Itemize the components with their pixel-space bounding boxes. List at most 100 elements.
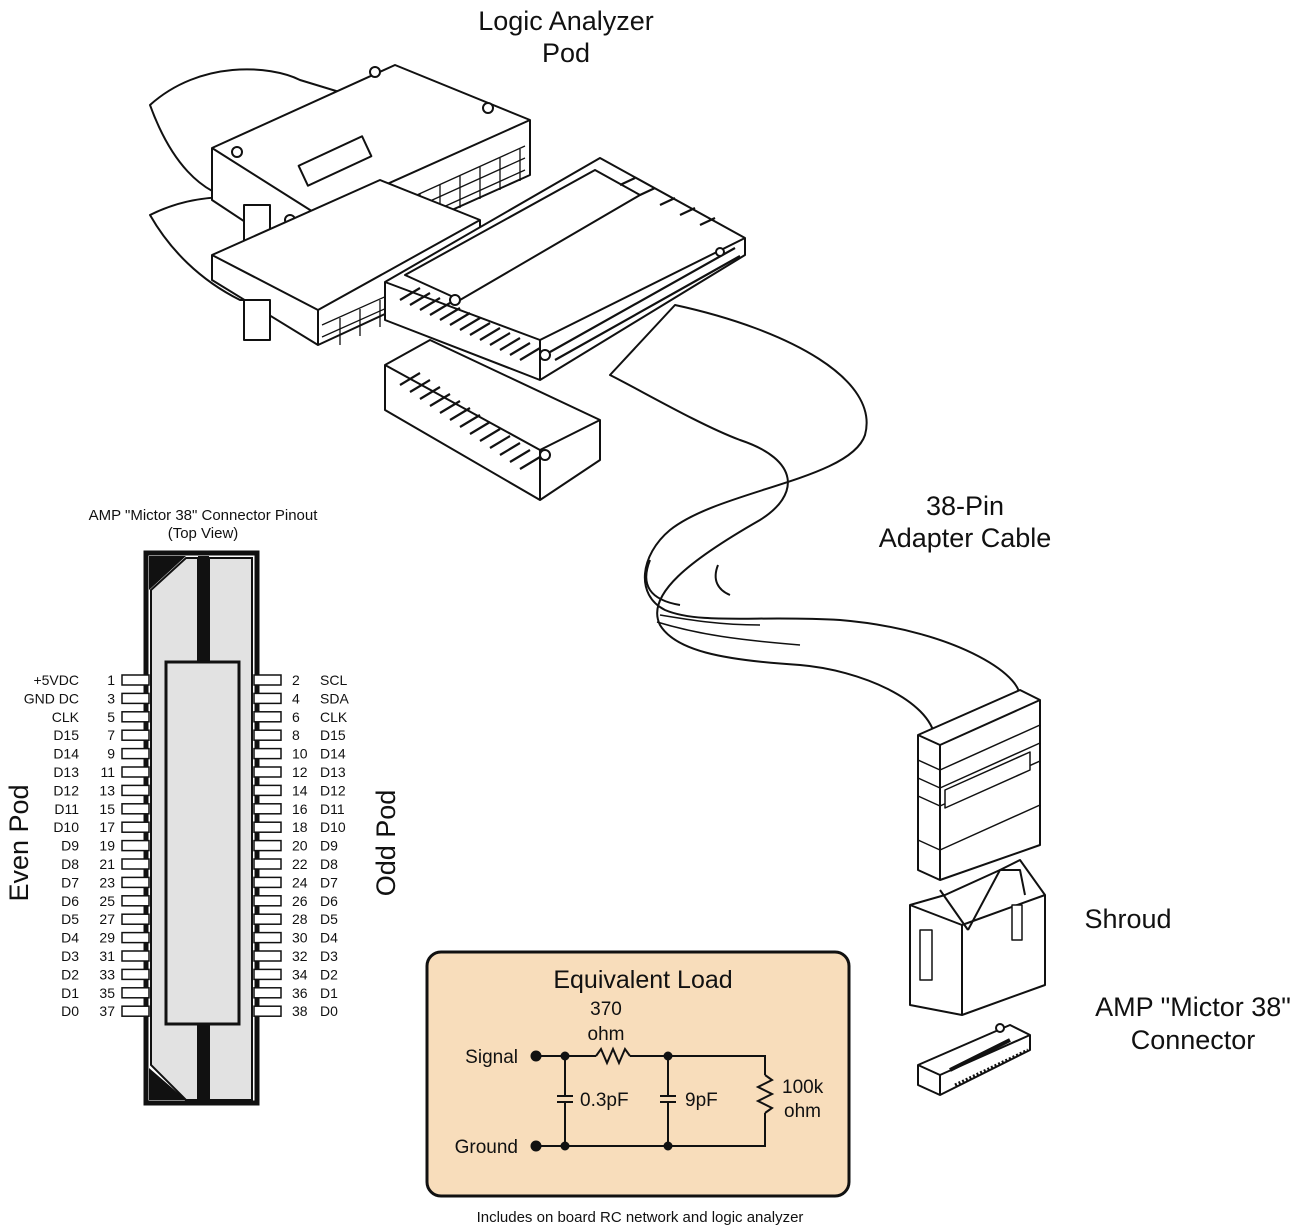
pin-number: 13 (99, 782, 115, 798)
pin-number: 8 (292, 727, 300, 743)
pod-label-line1: Logic Analyzer (478, 6, 654, 36)
shroud-label: Shroud (1084, 904, 1171, 934)
pin-signal-name: D2 (61, 966, 79, 982)
pin-number: 29 (99, 930, 115, 946)
pin-number: 16 (292, 801, 308, 817)
pin-signal-name: CLK (320, 709, 348, 725)
pin-signal-name: D6 (61, 893, 79, 909)
pin-row-right: 32 D3 (253, 948, 338, 964)
pin-signal-name: D12 (53, 782, 79, 798)
pin-number: 25 (99, 893, 115, 909)
pin-row-left: 15 D11 (54, 801, 150, 817)
pin-pad (121, 913, 150, 925)
cable-label-line2: Adapter Cable (879, 523, 1052, 553)
pinout-title: AMP "Mictor 38" Connector Pinout (89, 507, 319, 524)
pin-number: 17 (99, 819, 115, 835)
pin-pad (121, 876, 150, 889)
pin-pad (121, 766, 150, 778)
rc-network-schematic (530, 1046, 775, 1152)
pin-signal-name: CLK (52, 709, 80, 725)
pin-pad (253, 913, 282, 925)
pin-pad (253, 803, 282, 815)
pin-pad (121, 987, 150, 999)
cap2-label: 9pF (685, 1090, 718, 1111)
cable-connector-head (917, 689, 1041, 881)
pin-pad (121, 803, 150, 815)
pin-number: 10 (292, 746, 308, 762)
pin-number: 30 (292, 930, 308, 946)
pin-signal-name: D11 (54, 801, 79, 817)
pin-signal-name: D9 (320, 838, 338, 854)
pin-number: 4 (292, 690, 300, 706)
odd-pod-label: Odd Pod (371, 790, 401, 897)
equivalent-load-panel: Equivalent Load 370 ohm Signal Ground 0.… (425, 950, 851, 1198)
pin-row-left: 5 CLK (52, 709, 150, 725)
pin-row-left: 35 D1 (61, 985, 150, 1001)
pin-signal-name: D5 (320, 911, 338, 927)
pin-signal-name: D9 (61, 838, 79, 854)
pin-signal-name: D1 (61, 985, 79, 1001)
connector-label-line2: Connector (1131, 1025, 1256, 1055)
cable-label-line1: 38-Pin (926, 491, 1004, 521)
pin-pad (253, 895, 282, 907)
pin-signal-name: D5 (61, 911, 79, 927)
pin-number: 5 (107, 709, 115, 725)
pin-row-left: 1+5VDC (33, 672, 150, 688)
pin-signal-name: SDA (320, 690, 349, 706)
pin-pad (253, 766, 282, 778)
pin-pad (253, 821, 282, 833)
pin-number: 3 (107, 690, 115, 706)
pin-number: 35 (99, 985, 115, 1001)
pin-pad (253, 1005, 282, 1017)
pin-number: 11 (100, 764, 115, 780)
pin-signal-name: D7 (320, 874, 338, 890)
mictor-connector-illustration (917, 1023, 1031, 1096)
pin-pad (121, 747, 150, 760)
pin-pad (253, 711, 282, 723)
pin-number: 22 (292, 856, 308, 872)
pin-pad (253, 674, 282, 686)
pin-pad (121, 895, 150, 907)
pin-signal-name: D1 (320, 985, 338, 1001)
resistor-value: 370 (590, 999, 622, 1020)
pin-row-right: 6 CLK (253, 709, 348, 725)
pin-signal-name: D8 (61, 856, 79, 872)
equivalent-load-caption: Includes on board RC network and logic a… (477, 1209, 804, 1226)
pin-number: 19 (99, 838, 115, 854)
pin-pad (253, 784, 282, 797)
pin-number: 18 (292, 819, 308, 835)
pin-signal-name: D3 (320, 948, 338, 964)
pin-signal-name: D12 (320, 782, 346, 798)
pin-number: 2 (292, 672, 300, 688)
pin-signal-name: D4 (61, 930, 79, 946)
pin-pad (253, 876, 282, 889)
connector-label-line1: AMP "Mictor 38" (1095, 992, 1291, 1022)
pin-number: 32 (292, 948, 308, 964)
adapter-ribbon-cable (609, 304, 1021, 739)
pin-number: 37 (99, 1003, 115, 1019)
pin-signal-name: D2 (320, 966, 338, 982)
pin-number: 26 (292, 893, 308, 909)
pin-pad (253, 858, 282, 870)
pod-label-line2: Pod (542, 38, 590, 68)
pin-number: 34 (292, 966, 308, 982)
pin-row-left: 13 D12 (53, 782, 150, 798)
pin-signal-name: D4 (320, 930, 338, 946)
pin-pad (253, 692, 282, 705)
pin-number: 15 (99, 801, 115, 817)
pin-number: 33 (99, 966, 115, 982)
pin-number: 6 (292, 709, 300, 725)
